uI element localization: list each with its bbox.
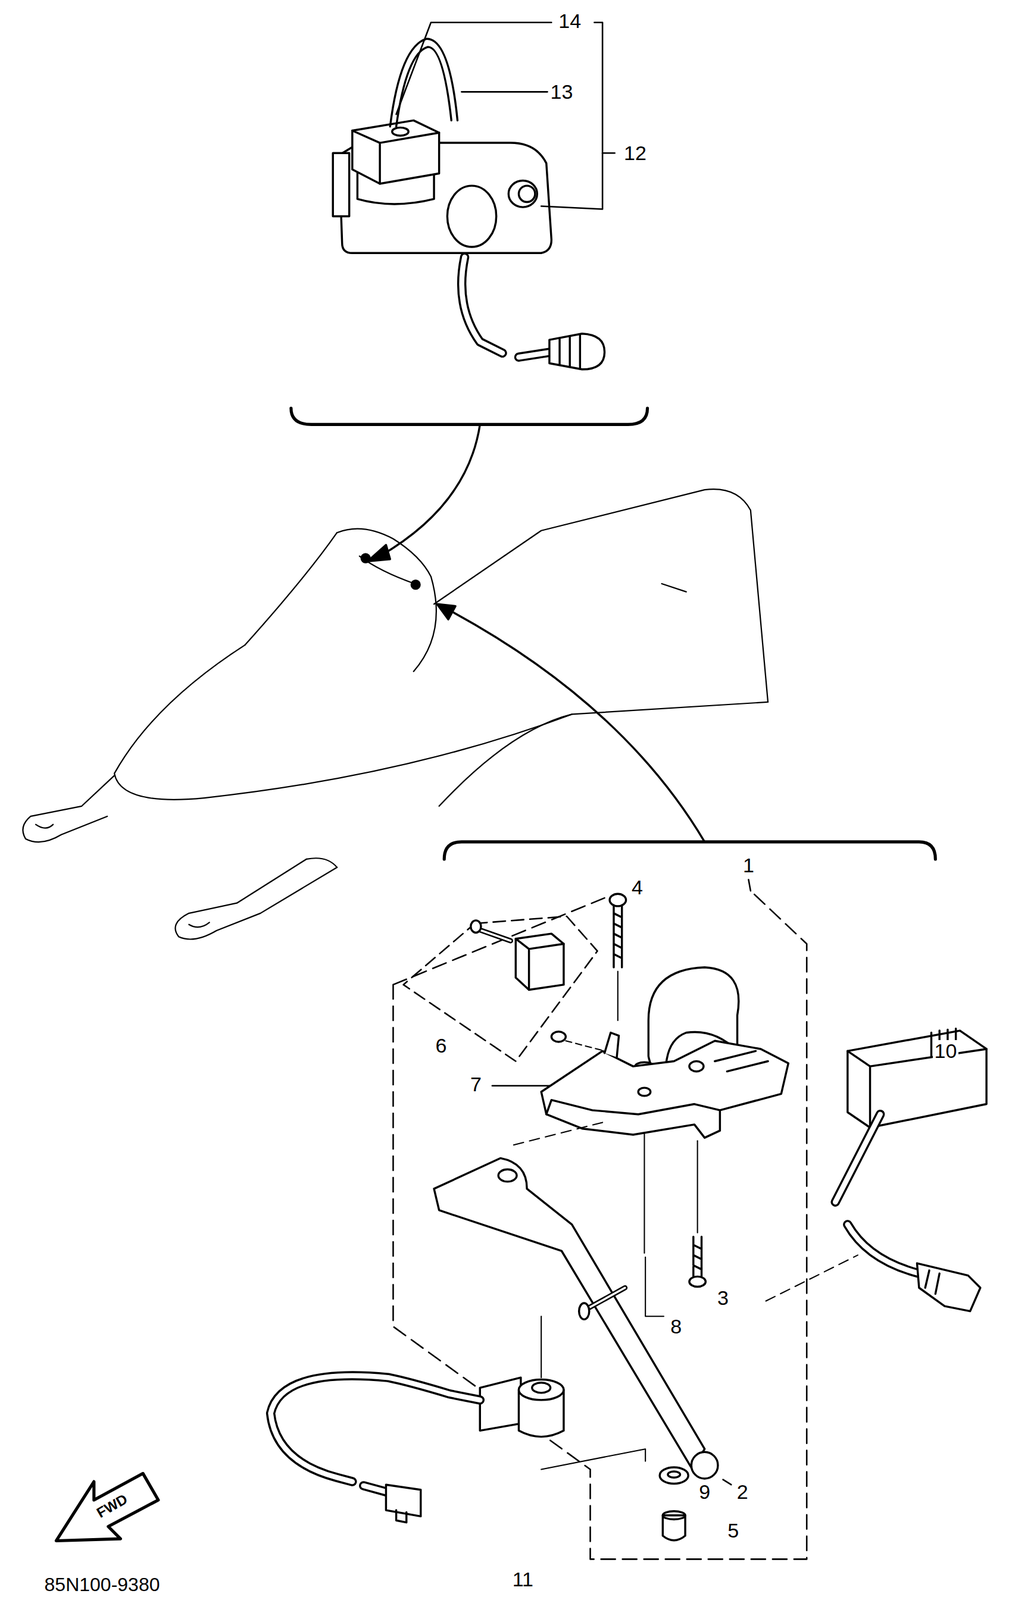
callout-number: 8 xyxy=(668,1316,684,1339)
callout-number: 14 xyxy=(556,10,583,33)
callout-number: 2 xyxy=(735,1481,751,1504)
callout-number: 6 xyxy=(433,1035,449,1058)
callout-number: 3 xyxy=(715,1287,731,1310)
callout-number: 5 xyxy=(725,1520,741,1543)
callout-number: 13 xyxy=(548,80,576,103)
callout-number: 4 xyxy=(629,876,645,899)
callout-number: 7 xyxy=(468,1073,484,1096)
callout-number: 1 xyxy=(741,854,757,877)
part-code: 85N100-9380 xyxy=(42,1575,162,1596)
callout-number: 10 xyxy=(932,1040,960,1063)
callout-number: 12 xyxy=(622,142,649,165)
callout-number: 11 xyxy=(510,1569,536,1592)
callout-number: 9 xyxy=(697,1481,712,1504)
